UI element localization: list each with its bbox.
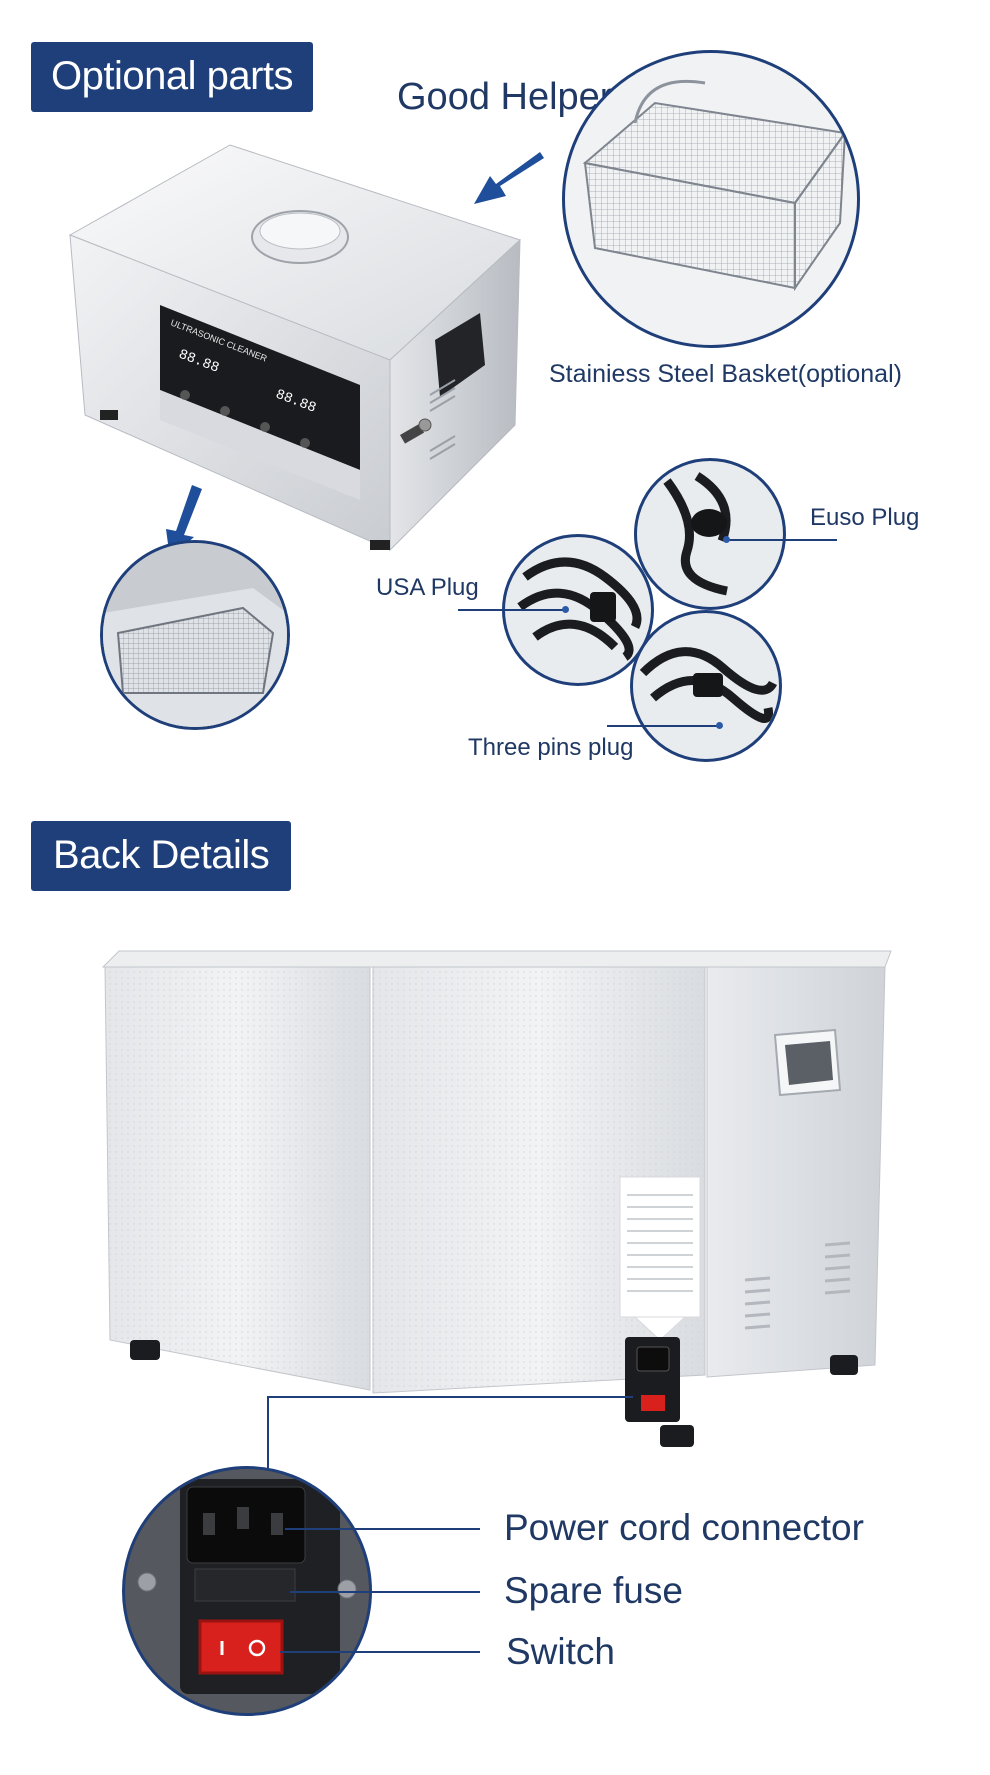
three-pins-plug-dot (716, 722, 723, 729)
switch-label: Switch (506, 1631, 615, 1672)
three-pins-plug-leader (607, 725, 722, 727)
ultrasonic-cleaner-image: ULTRASONIC CLEANER 88.88 88.88 (68, 144, 521, 552)
spare-fuse-label: Spare fuse (504, 1570, 683, 1611)
usa-plug-label: USA Plug (376, 574, 479, 601)
steel-basket-image (582, 79, 847, 292)
usa-plug-dot (562, 606, 569, 613)
arrow-down-left-icon (474, 152, 544, 204)
euso-plug-dot (723, 536, 730, 543)
socket-leader-vertical (267, 1396, 269, 1468)
euso-plug-circle (634, 458, 786, 610)
arrow-down-icon (166, 485, 202, 559)
three-pins-plug-circle (630, 610, 782, 762)
basket-in-tank-circle (100, 540, 290, 730)
basket-label: Stainiess Steel Basket(optional) (549, 360, 902, 388)
good-helper-label: Good Helper (397, 76, 613, 118)
basket-in-tank-image (103, 543, 287, 727)
usa-plug-leader (458, 609, 568, 611)
euso-plug-image (663, 472, 731, 596)
tank-back-image (101, 950, 892, 1447)
spare-fuse-leader (290, 1591, 480, 1593)
switch-leader (280, 1651, 480, 1653)
section-badge-optional-parts: Optional parts (31, 42, 314, 112)
three-pins-plug-image (639, 647, 778, 723)
socket-leader-horizontal (267, 1396, 633, 1398)
power-socket-image (125, 1469, 369, 1713)
three-pins-plug-label: Three pins plug (468, 734, 634, 761)
euso-plug-leader (727, 539, 837, 541)
usa-plug-image (517, 557, 642, 661)
power-cord-connector-leader (285, 1528, 480, 1530)
usa-plug-circle (502, 534, 654, 686)
basket-circle (562, 50, 860, 348)
section-badge-back-details: Back Details (31, 821, 292, 891)
power-cord-connector-label: Power cord connector (504, 1507, 864, 1548)
euso-plug-label: Euso Plug (810, 504, 920, 531)
